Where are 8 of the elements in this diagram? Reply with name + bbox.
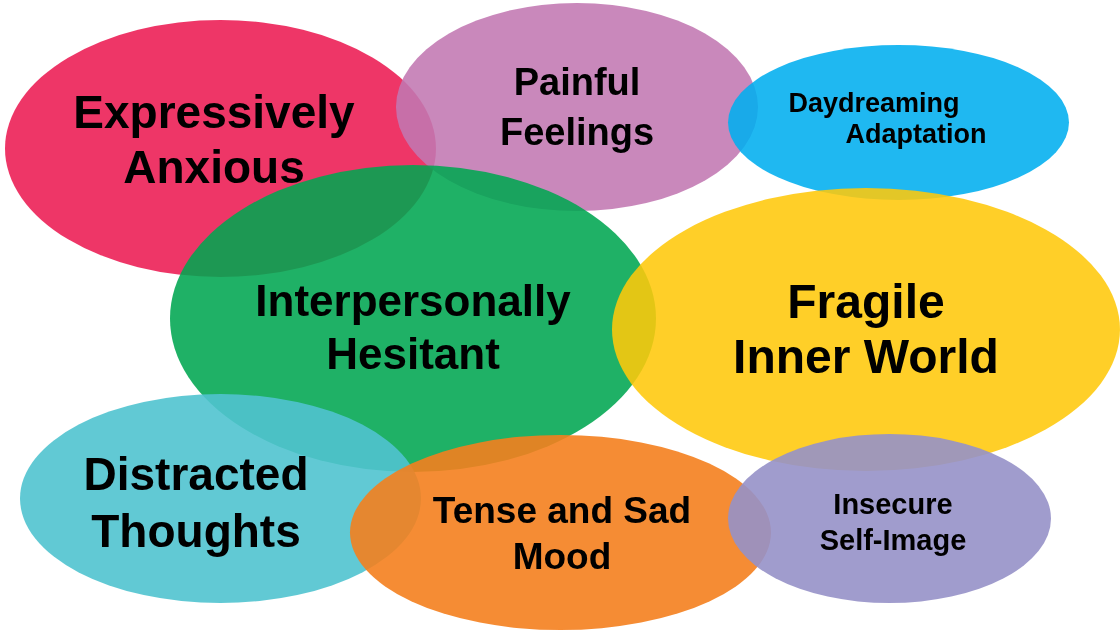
trait-label: Painful Feelings xyxy=(499,61,655,153)
trait-label: Distracted Thoughts xyxy=(83,448,309,557)
trait-label: Insecure Self-Image xyxy=(819,488,967,556)
trait-label: Expressively Anxious xyxy=(73,86,355,193)
trait-label: Tense and Sad Mood xyxy=(432,490,692,577)
trait-label: Daydreaming Adaptation xyxy=(788,88,987,149)
trait-label: Interpersonally Hesitant xyxy=(255,276,571,378)
trait-label: Fragile Inner World xyxy=(733,275,999,383)
